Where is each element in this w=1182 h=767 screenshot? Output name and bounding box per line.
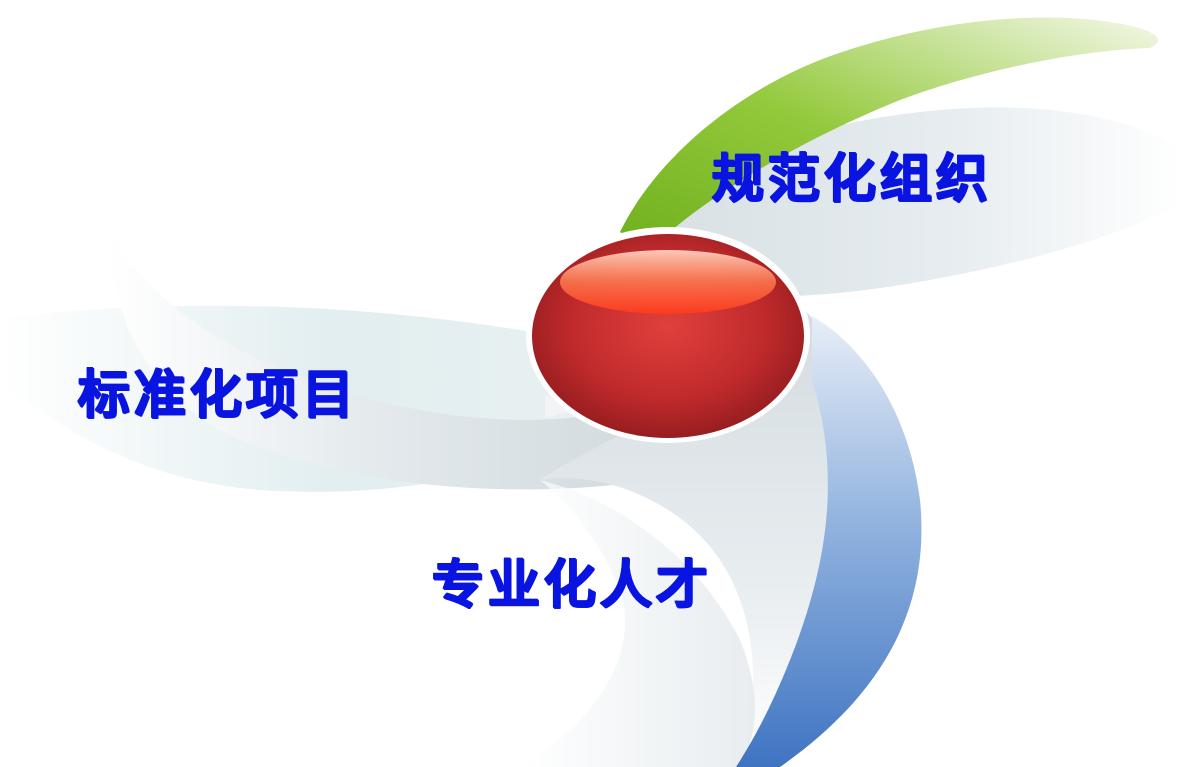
label-standardized-project: 标准化项目 (78, 366, 359, 426)
bottom-light-swirl (520, 480, 755, 767)
green-swirl (620, 17, 1158, 251)
center-sphere-highlight (560, 250, 776, 314)
label-standardized-organization: 规范化组织 (712, 150, 993, 210)
pointer-wedge (545, 395, 575, 418)
blue-swirl (736, 316, 922, 767)
label-professional-talent: 专业化人才 (432, 556, 713, 616)
left-grey-swirl (108, 228, 688, 490)
